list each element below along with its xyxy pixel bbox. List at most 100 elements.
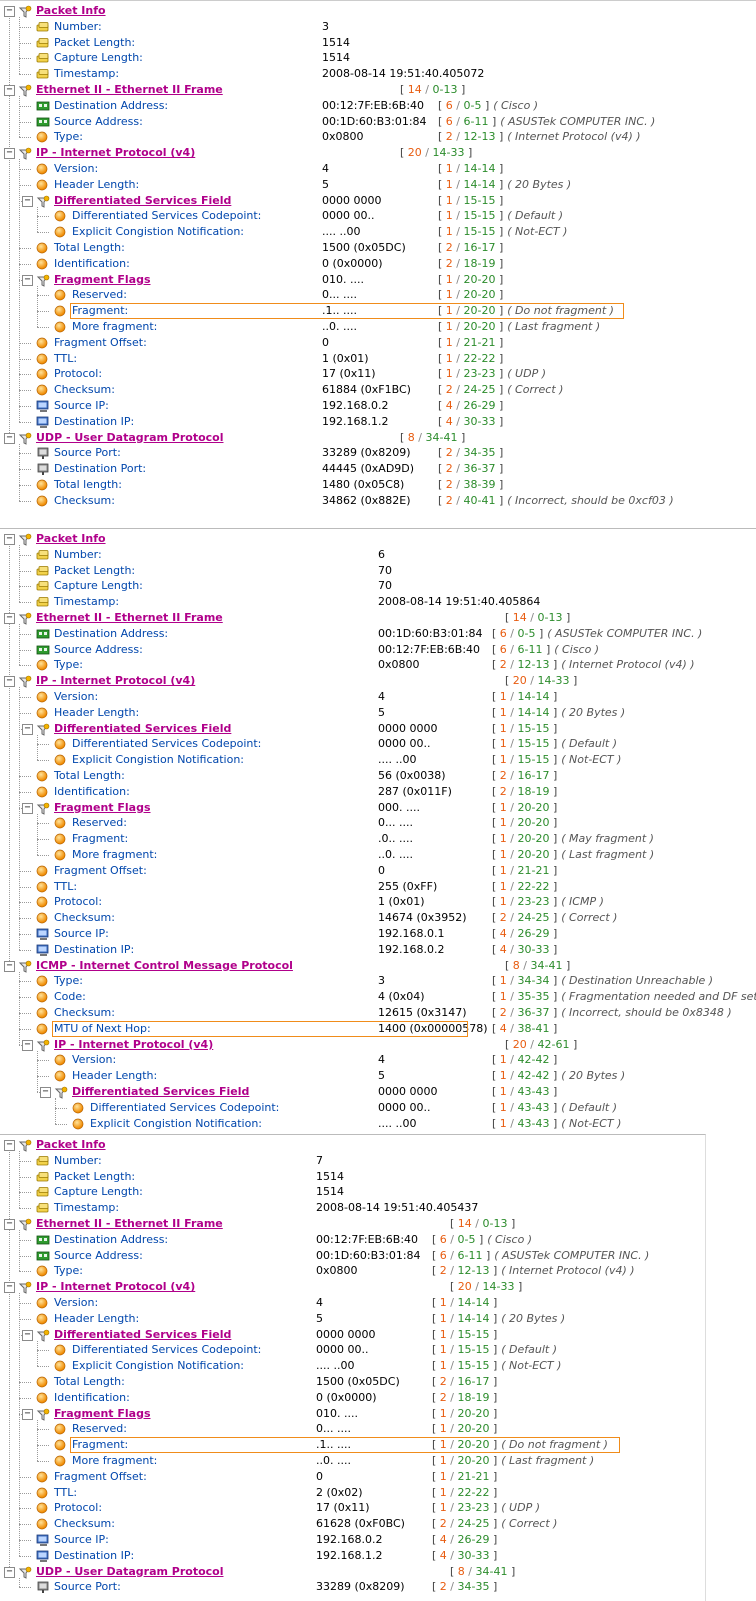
- tree-field-type[interactable]: Type:0x0800[ 2 / 12-13 ]( Internet Proto…: [0, 657, 756, 673]
- tree-field-ttl[interactable]: TTL:2 (0x02)[ 1 / 22-22 ]: [0, 1485, 705, 1501]
- tree-field-destination-address[interactable]: Destination Address:00:12:7F:EB:6B:40[ 6…: [0, 98, 756, 114]
- tree-field-checksum[interactable]: Checksum:12615 (0x3147)[ 2 / 36-37 ]( In…: [0, 1005, 756, 1021]
- tree-field-source-ip[interactable]: Source IP:192.168.0.2[ 4 / 26-29 ]: [0, 398, 756, 414]
- tree-field-timestamp[interactable]: Timestamp:2008-08-14 19:51:40.405437: [0, 1200, 705, 1216]
- collapse-toggle[interactable]: −: [4, 1140, 15, 1151]
- collapse-toggle[interactable]: −: [22, 195, 33, 207]
- collapse-toggle[interactable]: −: [4, 534, 15, 545]
- tree-node-ethernet-ii-ethernet-ii-frame[interactable]: −Ethernet II - Ethernet II Frame[ 14 / 0…: [0, 610, 756, 626]
- tree-field-ttl[interactable]: TTL:255 (0xFF)[ 1 / 22-22 ]: [0, 879, 756, 895]
- tree-field-fragment[interactable]: Fragment:.1.. ....[ 1 / 20-20 ]( Do not …: [0, 303, 756, 319]
- collapse-toggle[interactable]: −: [4, 432, 15, 444]
- tree-node-ip-internet-protocol-v4[interactable]: −IP - Internet Protocol (v4)[ 20 / 42-61…: [0, 1037, 756, 1053]
- tree-field-fragment-offset[interactable]: Fragment Offset:0[ 1 / 21-21 ]: [0, 335, 756, 351]
- tree-field-protocol[interactable]: Protocol:1 (0x01)[ 1 / 23-23 ]( ICMP ): [0, 894, 756, 910]
- collapse-toggle[interactable]: −: [22, 274, 33, 286]
- tree-field-source-address[interactable]: Source Address:00:1D:60:B3:01:84[ 6 / 6-…: [0, 1248, 705, 1264]
- tree-node-ip-internet-protocol-v4[interactable]: −IP - Internet Protocol (v4)[ 20 / 14-33…: [0, 673, 756, 689]
- collapse-toggle[interactable]: −: [4, 1219, 15, 1230]
- tree-field-checksum[interactable]: Checksum:34862 (0x882E)[ 2 / 40-41 ]( In…: [0, 493, 756, 509]
- tree-field-identification[interactable]: Identification:287 (0x011F)[ 2 / 18-19 ]: [0, 784, 756, 800]
- tree-field-explicit-congistion-notification[interactable]: Explicit Congistion Notification:.... ..…: [0, 1116, 756, 1131]
- tree-field-source-port[interactable]: Source Port:33289 (0x8209)[ 2 / 34-35 ]: [0, 1579, 705, 1595]
- tree-field-header-length[interactable]: Header Length:5[ 1 / 14-14 ]( 20 Bytes ): [0, 1311, 705, 1327]
- collapse-toggle[interactable]: −: [4, 960, 15, 972]
- tree-field-destination-address[interactable]: Destination Address:00:12:7F:EB:6B:40[ 6…: [0, 1232, 705, 1248]
- tree-field-capture-length[interactable]: Capture Length:1514: [0, 1184, 705, 1200]
- collapse-toggle[interactable]: −: [22, 1039, 33, 1051]
- tree-field-type[interactable]: Type:3[ 1 / 34-34 ]( Destination Unreach…: [0, 973, 756, 989]
- tree-node-udp-user-datagram-protocol[interactable]: −UDP - User Datagram Protocol[ 8 / 34-41…: [0, 430, 756, 446]
- tree-field-source-address[interactable]: Source Address:00:12:7F:EB:6B:40[ 6 / 6-…: [0, 642, 756, 658]
- tree-field-source-ip[interactable]: Source IP:192.168.0.2[ 4 / 26-29 ]: [0, 1532, 705, 1548]
- tree-field-total-length[interactable]: Total Length:1500 (0x05DC)[ 2 / 16-17 ]: [0, 240, 756, 256]
- tree-node-ethernet-ii-ethernet-ii-frame[interactable]: −Ethernet II - Ethernet II Frame[ 14 / 0…: [0, 1216, 705, 1232]
- tree-field-reserved[interactable]: Reserved:0... ....[ 1 / 20-20 ]: [0, 815, 756, 831]
- tree-field-destination-ip[interactable]: Destination IP:192.168.0.2[ 4 / 30-33 ]: [0, 942, 756, 958]
- tree-field-packet-length[interactable]: Packet Length:1514: [0, 1169, 705, 1185]
- tree-field-version[interactable]: Version:4[ 1 / 42-42 ]: [0, 1052, 756, 1068]
- tree-field-version[interactable]: Version:4[ 1 / 14-14 ]: [0, 1295, 705, 1311]
- tree-field-differentiated-services-codepoint[interactable]: Differentiated Services Codepoint:0000 0…: [0, 208, 756, 224]
- tree-field-header-length[interactable]: Header Length:5[ 1 / 14-14 ]( 20 Bytes ): [0, 177, 756, 193]
- tree-field-version[interactable]: Version:4[ 1 / 14-14 ]: [0, 161, 756, 177]
- tree-field-differentiated-services-codepoint[interactable]: Differentiated Services Codepoint:0000 0…: [0, 1100, 756, 1116]
- tree-field-timestamp[interactable]: Timestamp:2008-08-14 19:51:40.405864: [0, 594, 756, 610]
- tree-field-type[interactable]: Type:0x0800[ 2 / 12-13 ]( Internet Proto…: [0, 1263, 705, 1279]
- tree-node-packet-info[interactable]: −Packet Info: [0, 531, 756, 547]
- tree-field-explicit-congistion-notification[interactable]: Explicit Congistion Notification:.... ..…: [0, 224, 756, 240]
- tree-field-ttl[interactable]: TTL:1 (0x01)[ 1 / 22-22 ]: [0, 351, 756, 367]
- tree-field-identification[interactable]: Identification:0 (0x0000)[ 2 / 18-19 ]: [0, 1390, 705, 1406]
- tree-field-total-length[interactable]: Total length:1480 (0x05C8)[ 2 / 38-39 ]: [0, 477, 756, 493]
- collapse-toggle[interactable]: −: [22, 723, 33, 735]
- tree-field-more-fragment[interactable]: More fragment:..0. ....[ 1 / 20-20 ]( La…: [0, 1453, 705, 1469]
- tree-node-ethernet-ii-ethernet-ii-frame[interactable]: −Ethernet II - Ethernet II Frame[ 14 / 0…: [0, 82, 756, 98]
- tree-field-checksum[interactable]: Checksum:61628 (0xF0BC)[ 2 / 24-25 ]( Co…: [0, 1516, 705, 1532]
- tree-field-fragment[interactable]: Fragment:.1.. ....[ 1 / 20-20 ]( Do not …: [0, 1437, 705, 1453]
- tree-field-header-length[interactable]: Header Length:5[ 1 / 42-42 ]( 20 Bytes ): [0, 1068, 756, 1084]
- tree-field-timestamp[interactable]: Timestamp:2008-08-14 19:51:40.405072: [0, 66, 756, 82]
- tree-node-ip-internet-protocol-v4[interactable]: −IP - Internet Protocol (v4)[ 20 / 14-33…: [0, 145, 756, 161]
- tree-field-destination-port[interactable]: Destination Port:44445 (0xAD9D)[ 2 / 36-…: [0, 461, 756, 477]
- tree-field-capture-length[interactable]: Capture Length:1514: [0, 50, 756, 66]
- collapse-toggle[interactable]: −: [40, 1087, 51, 1098]
- tree-field-number[interactable]: Number:6: [0, 547, 756, 563]
- tree-field-number[interactable]: Number:7: [0, 1153, 705, 1169]
- tree-field-explicit-congistion-notification[interactable]: Explicit Congistion Notification:.... ..…: [0, 752, 756, 768]
- tree-field-explicit-congistion-notification[interactable]: Explicit Congistion Notification:.... ..…: [0, 1358, 705, 1374]
- tree-field-fragment-offset[interactable]: Fragment Offset:0[ 1 / 21-21 ]: [0, 1469, 705, 1485]
- tree-field-more-fragment[interactable]: More fragment:..0. ....[ 1 / 20-20 ]( La…: [0, 847, 756, 863]
- tree-node-packet-info[interactable]: −Packet Info: [0, 3, 756, 19]
- tree-node-packet-info[interactable]: −Packet Info: [0, 1137, 705, 1153]
- tree-field-more-fragment[interactable]: More fragment:..0. ....[ 1 / 20-20 ]( La…: [0, 319, 756, 335]
- tree-field-checksum[interactable]: Checksum:61884 (0xF1BC)[ 2 / 24-25 ]( Co…: [0, 382, 756, 398]
- collapse-toggle[interactable]: −: [22, 1408, 33, 1420]
- collapse-toggle[interactable]: −: [22, 1329, 33, 1341]
- collapse-toggle[interactable]: −: [22, 802, 33, 814]
- tree-field-total-length[interactable]: Total Length:1500 (0x05DC)[ 2 / 16-17 ]: [0, 1374, 705, 1390]
- tree-field-total-length[interactable]: Total Length:56 (0x0038)[ 2 / 16-17 ]: [0, 768, 756, 784]
- tree-field-differentiated-services-codepoint[interactable]: Differentiated Services Codepoint:0000 0…: [0, 736, 756, 752]
- tree-field-destination-ip[interactable]: Destination IP:192.168.1.2[ 4 / 30-33 ]: [0, 414, 756, 430]
- tree-field-reserved[interactable]: Reserved:0... ....[ 1 / 20-20 ]: [0, 287, 756, 303]
- collapse-toggle[interactable]: −: [4, 613, 15, 624]
- tree-node-ip-internet-protocol-v4[interactable]: −IP - Internet Protocol (v4)[ 20 / 14-33…: [0, 1279, 705, 1295]
- collapse-toggle[interactable]: −: [4, 6, 15, 17]
- tree-field-mtu-of-next-hop[interactable]: MTU of Next Hop:1400 (0x00000578)[ 4 / 3…: [0, 1021, 756, 1037]
- collapse-toggle[interactable]: −: [4, 676, 15, 688]
- tree-field-destination-address[interactable]: Destination Address:00:1D:60:B3:01:84[ 6…: [0, 626, 756, 642]
- tree-field-type[interactable]: Type:0x0800[ 2 / 12-13 ]( Internet Proto…: [0, 129, 756, 145]
- tree-field-protocol[interactable]: Protocol:17 (0x11)[ 1 / 23-23 ]( UDP ): [0, 1500, 705, 1516]
- tree-field-number[interactable]: Number:3: [0, 19, 756, 35]
- tree-field-packet-length[interactable]: Packet Length:70: [0, 563, 756, 579]
- tree-node-icmp-internet-control-message-protocol[interactable]: −ICMP - Internet Control Message Protoco…: [0, 958, 756, 974]
